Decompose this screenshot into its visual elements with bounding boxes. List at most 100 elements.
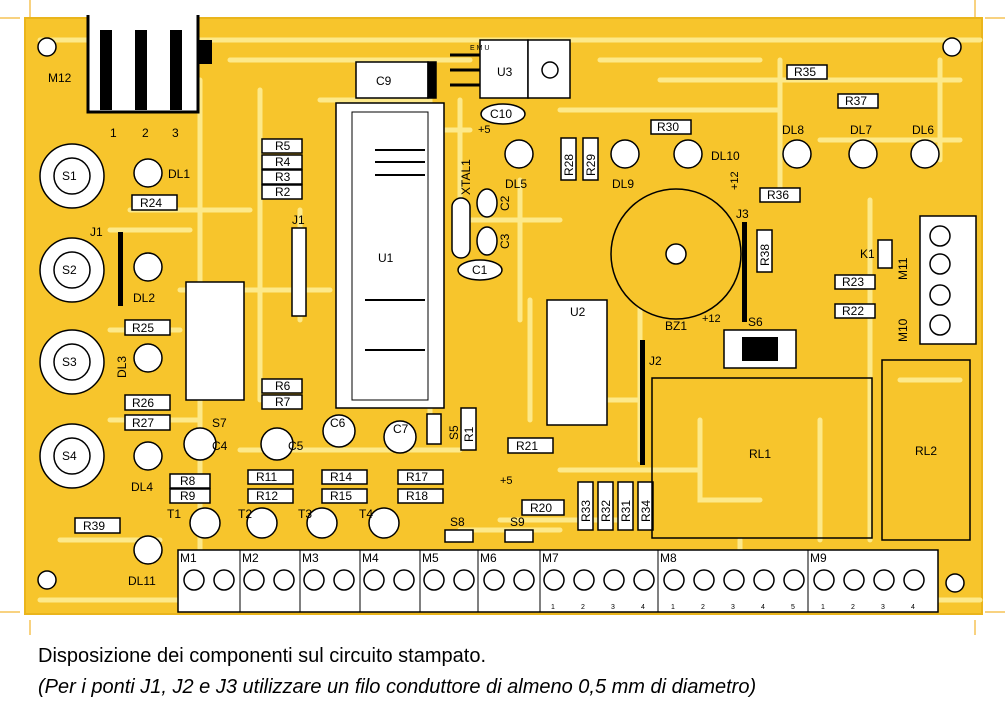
label-r38: R38 bbox=[758, 244, 772, 266]
label-rl2: RL2 bbox=[915, 444, 937, 458]
label-r25: R25 bbox=[132, 321, 154, 335]
label-r28: R28 bbox=[562, 154, 576, 176]
label-m4: M4 bbox=[362, 551, 379, 565]
label-s1: S1 bbox=[62, 169, 77, 183]
u3-regulator: U3 E M U bbox=[450, 39, 571, 99]
label-m8: M8 bbox=[660, 551, 677, 565]
label-dl7: DL7 bbox=[850, 123, 872, 137]
label-plus5-top: +5 bbox=[478, 124, 491, 136]
label-dl2: DL2 bbox=[133, 291, 155, 305]
s8-header bbox=[444, 529, 474, 543]
label-c1: C1 bbox=[472, 263, 488, 277]
terminal-pin-number: 1 bbox=[821, 604, 825, 611]
label-j1: J1 bbox=[90, 225, 103, 239]
relays: RL1 RL2 bbox=[651, 359, 971, 541]
label-m1: M1 bbox=[180, 551, 197, 565]
label-r17: R17 bbox=[406, 470, 428, 484]
terminal-pin-number: 5 bbox=[791, 604, 795, 611]
label-m12-pin3: 3 bbox=[172, 126, 179, 140]
terminal-pin-number: 2 bbox=[851, 604, 855, 611]
label-m12-pin1: 1 bbox=[110, 126, 117, 140]
label-r15: R15 bbox=[330, 489, 352, 503]
label-dl1: DL1 bbox=[168, 167, 190, 181]
label-s8: S8 bbox=[450, 515, 465, 529]
label-r9: R9 bbox=[180, 489, 196, 503]
label-bz1: BZ1 bbox=[665, 319, 687, 333]
capacitors bbox=[183, 61, 526, 461]
label-c6: C6 bbox=[330, 416, 346, 430]
label-plus12-side: +12 bbox=[729, 171, 741, 190]
pcb-drawing: M12 1 2 3 S1 S2 S3 S4 J1 DL1 DL2 DL3 DL4… bbox=[0, 0, 1005, 635]
label-t4: T4 bbox=[359, 507, 373, 521]
label-c7: C7 bbox=[393, 422, 409, 436]
label-r6: R6 bbox=[275, 379, 291, 393]
label-r33: R33 bbox=[579, 500, 593, 522]
label-dl11: DL11 bbox=[128, 574, 156, 588]
jumper-j3-wire bbox=[742, 222, 747, 322]
label-t3: T3 bbox=[298, 507, 312, 521]
s6-switch: S6 bbox=[723, 315, 797, 369]
s7-dip-switch: S7 bbox=[185, 281, 245, 430]
trimmers bbox=[189, 507, 400, 539]
label-j3: J3 bbox=[736, 207, 749, 221]
label-c9: C9 bbox=[376, 74, 392, 88]
label-c10: C10 bbox=[490, 107, 512, 121]
label-rl1: RL1 bbox=[749, 447, 771, 461]
label-s6: S6 bbox=[748, 315, 763, 329]
label-dl9: DL9 bbox=[612, 177, 634, 191]
label-dl3: DL3 bbox=[115, 356, 129, 378]
label-r18: R18 bbox=[406, 489, 428, 503]
label-r11: R11 bbox=[256, 470, 277, 484]
label-r14: R14 bbox=[330, 470, 352, 484]
label-m3: M3 bbox=[302, 551, 319, 565]
label-r32: R32 bbox=[599, 500, 613, 522]
xtal1: XTAL1 bbox=[451, 159, 473, 259]
label-c3: C3 bbox=[498, 233, 512, 249]
label-dl6: DL6 bbox=[912, 123, 934, 137]
terminal-pin-number: 4 bbox=[911, 604, 915, 611]
label-r1: R1 bbox=[462, 426, 476, 442]
label-r24: R24 bbox=[140, 196, 162, 210]
label-u2: U2 bbox=[570, 305, 586, 319]
terminal-pin-number: 4 bbox=[761, 604, 765, 611]
label-plus12-s6: +12 bbox=[702, 313, 721, 325]
resistor-bodies-vertical bbox=[460, 137, 773, 531]
label-r20: R20 bbox=[530, 501, 552, 515]
label-m5: M5 bbox=[422, 551, 439, 565]
j1-header: J1 bbox=[291, 213, 307, 317]
label-s4: S4 bbox=[62, 449, 77, 463]
label-u1: U1 bbox=[378, 251, 394, 265]
u1-microcontroller: U1 bbox=[335, 102, 445, 409]
label-s3: S3 bbox=[62, 355, 77, 369]
label-r34: R34 bbox=[639, 500, 653, 522]
label-s5: S5 bbox=[447, 425, 461, 440]
label-c5: C5 bbox=[288, 439, 304, 453]
label-r37: R37 bbox=[845, 94, 867, 108]
label-u3: U3 bbox=[497, 65, 513, 79]
label-m7: M7 bbox=[542, 551, 559, 565]
label-dl8: DL8 bbox=[782, 123, 804, 137]
crop-marks bbox=[0, 0, 1005, 635]
u2-ic: U2 bbox=[546, 299, 608, 426]
s9-header bbox=[504, 529, 534, 543]
label-m9: M9 bbox=[810, 551, 827, 565]
terminal-pin-number: 3 bbox=[611, 604, 615, 611]
u1-internal-traces bbox=[365, 149, 425, 351]
label-r8: R8 bbox=[180, 474, 196, 488]
label-r4: R4 bbox=[275, 155, 291, 169]
label-m12: M12 bbox=[48, 71, 72, 85]
label-r5: R5 bbox=[275, 139, 291, 153]
label-dl10: DL10 bbox=[711, 149, 740, 163]
label-r2: R2 bbox=[275, 185, 291, 199]
label-u3-pins: E M U bbox=[470, 45, 489, 52]
k1-header bbox=[877, 239, 893, 269]
label-t1: T1 bbox=[167, 507, 181, 521]
label-j1-header: J1 bbox=[292, 213, 305, 227]
m12-connector: M12 1 2 3 bbox=[48, 15, 212, 140]
label-r35: R35 bbox=[794, 65, 816, 79]
buzzer-bz1: BZ1 bbox=[610, 188, 742, 333]
terminal-screws bbox=[183, 569, 925, 591]
label-r39: R39 bbox=[83, 519, 105, 533]
label-k1: K1 bbox=[860, 247, 875, 261]
